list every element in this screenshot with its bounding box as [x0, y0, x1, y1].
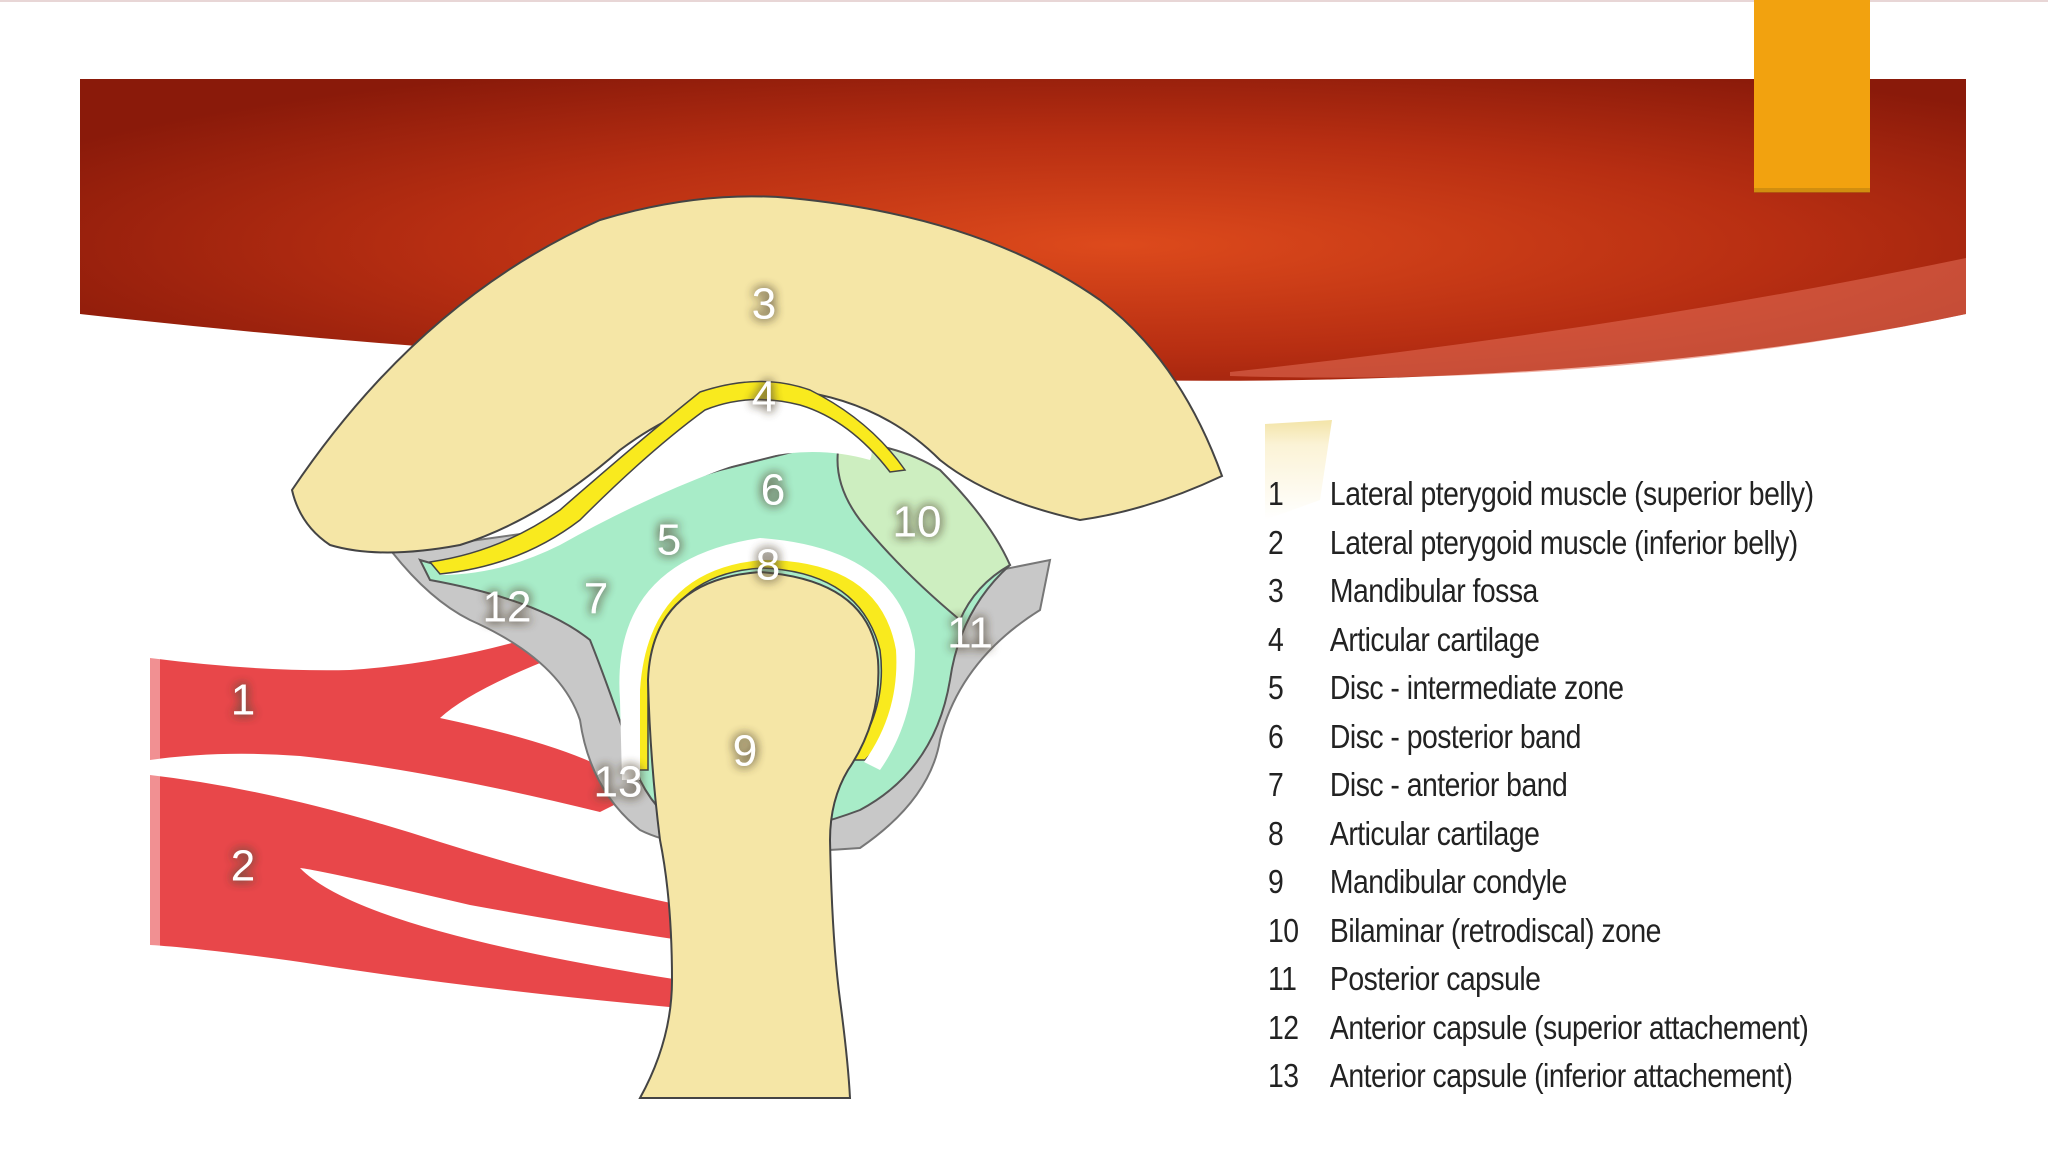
label-12: 12	[483, 583, 532, 632]
legend-number: 6	[1268, 718, 1330, 756]
legend-text: Disc - posterior band	[1330, 718, 1818, 756]
legend-text: Articular cartilage	[1330, 621, 1818, 659]
label-2: 2	[231, 842, 255, 891]
legend-text: Articular cartilage	[1330, 815, 1818, 853]
label-5: 5	[657, 516, 681, 565]
legend-text: Mandibular fossa	[1330, 572, 1818, 610]
label-3: 3	[752, 280, 776, 329]
legend-text: Anterior capsule (superior attachement)	[1330, 1009, 1818, 1047]
top-border-line	[0, 0, 2048, 2]
accent-tab-shadow	[1754, 188, 1870, 193]
legend-number: 2	[1268, 524, 1330, 562]
label-13: 13	[594, 758, 643, 807]
label-8: 8	[756, 541, 780, 590]
legend-number: 1	[1268, 475, 1330, 513]
label-11: 11	[947, 609, 993, 658]
legend-text: Disc - intermediate zone	[1330, 669, 1818, 707]
label-10: 10	[893, 498, 942, 547]
legend-number: 5	[1268, 669, 1330, 707]
legend-text: Posterior capsule	[1330, 960, 1818, 998]
legend-text: Lateral pterygoid muscle (inferior belly…	[1330, 524, 1818, 562]
legend-number: 12	[1268, 1009, 1330, 1047]
legend-number: 9	[1268, 863, 1330, 901]
accent-tab	[1754, 0, 1870, 192]
label-7: 7	[584, 575, 608, 624]
legend-number: 13	[1268, 1057, 1330, 1095]
legend-number: 10	[1268, 912, 1330, 950]
label-9: 9	[733, 727, 757, 776]
legend-number: 11	[1268, 960, 1330, 998]
legend-number: 3	[1268, 572, 1330, 610]
label-4: 4	[752, 373, 776, 422]
legend-text: Anterior capsule (inferior attachement)	[1330, 1057, 1818, 1095]
legend-text: Bilaminar (retrodiscal) zone	[1330, 912, 1818, 950]
legend-number: 8	[1268, 815, 1330, 853]
label-1: 1	[231, 676, 255, 725]
legend-number: 7	[1268, 766, 1330, 804]
legend-number: 4	[1268, 621, 1330, 659]
legend-text: Disc - anterior band	[1330, 766, 1818, 804]
label-6: 6	[761, 466, 785, 515]
muscle-fade	[140, 650, 160, 950]
legend-text: Lateral pterygoid muscle (superior belly…	[1330, 475, 1818, 513]
legend-text: Mandibular condyle	[1330, 863, 1818, 901]
